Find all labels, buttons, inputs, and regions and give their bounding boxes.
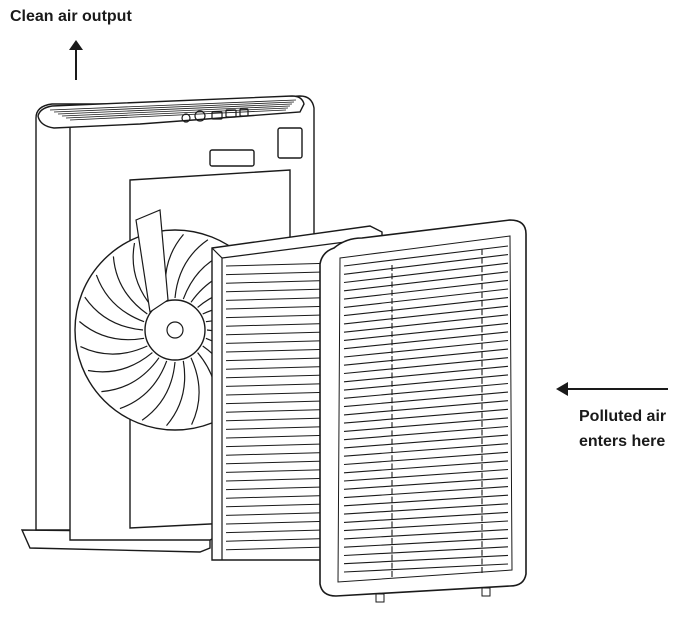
front-grille-panel	[320, 220, 526, 602]
polluted-air-label: Polluted air enters here	[579, 404, 666, 454]
handle-slot	[210, 150, 254, 166]
arrow-up-icon	[69, 40, 83, 80]
arrow-left-icon	[556, 382, 668, 396]
polluted-air-label-line1: Polluted air	[579, 404, 666, 429]
polluted-air-label-line2: enters here	[579, 429, 666, 454]
clean-air-output-label: Clean air output	[10, 8, 132, 26]
sensor-window	[278, 128, 302, 158]
